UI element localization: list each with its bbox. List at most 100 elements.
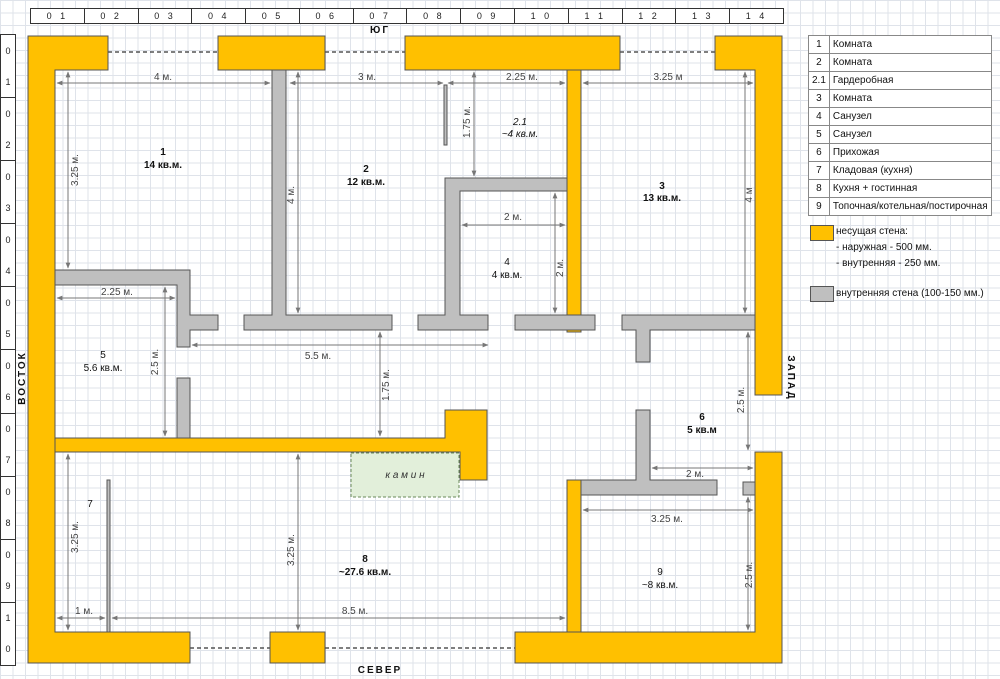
- room-3-area: 13 кв.м.: [643, 193, 681, 204]
- partition-room9-top: [580, 409, 718, 496]
- bearing-wall-east: [27, 35, 191, 664]
- room-7-number: 7: [87, 499, 93, 510]
- legend-num: 1: [808, 35, 830, 54]
- dim-label: 8.5 м.: [342, 606, 368, 617]
- dim-label: 5.5 м.: [305, 351, 331, 362]
- ruler-mark: 1 1: [569, 9, 623, 23]
- dim-label: 2 м.: [504, 212, 522, 223]
- ruler-mark: 0 2: [85, 9, 139, 23]
- bearing-wall-key-inner: - внутренняя - 250 мм.: [836, 258, 941, 269]
- ruler-mark: 0 1: [31, 9, 85, 23]
- room-1-area: 14 кв.м.: [144, 160, 182, 171]
- ruler-mark: 1 2: [623, 9, 677, 23]
- room-8-area: ~27.6 кв.м.: [339, 567, 391, 578]
- room-6-area: 5 кв.м: [687, 425, 717, 436]
- fireplace-label: к а м и н: [385, 470, 425, 481]
- room-8-number: 8: [362, 554, 368, 565]
- bearing-wall-west-upper: [714, 35, 783, 396]
- bearing-wall-key-outer: - наружная - 500 мм.: [836, 242, 932, 253]
- bearing-wall-inner-vertical-1: [566, 69, 582, 333]
- ruler-mark: 1 3: [676, 9, 731, 23]
- partition-wall-swatch: [810, 286, 834, 302]
- room-5-area: 5.6 кв.м.: [84, 363, 123, 374]
- bearing-wall-west-lower: [514, 451, 783, 664]
- dim-label: 3 м.: [358, 72, 376, 83]
- partition-wardrobe: [443, 84, 448, 146]
- bearing-wall-inner-horizontal: [54, 409, 488, 481]
- direction-east: ВОСТОК: [17, 351, 28, 404]
- legend-name: Кладовая (кухня): [828, 161, 992, 180]
- dim-label: 2.25 м.: [101, 287, 133, 298]
- legend-name: Санузел: [828, 107, 992, 126]
- dim-label: 4 м: [744, 187, 755, 202]
- legend-name: Топочная/котельная/постирочная: [828, 197, 992, 216]
- room-6-number: 6: [699, 412, 705, 423]
- partition-room9-stub: [742, 481, 756, 496]
- room-2-1-area: ~4 кв.м.: [502, 129, 539, 140]
- legend-num: 9: [808, 197, 830, 216]
- bearing-wall-inner-vertical-2: [566, 479, 582, 633]
- legend-name: Прихожая: [828, 143, 992, 162]
- dim-label: 2.5 м.: [736, 387, 747, 413]
- dim-label: 1.75 м.: [381, 369, 392, 401]
- legend-num: 6: [808, 143, 830, 162]
- dim-label: 2 м.: [686, 469, 704, 480]
- fireplace: [350, 452, 460, 498]
- dim-label: 4 м.: [286, 186, 297, 204]
- window-lines: [108, 51, 715, 649]
- ruler-mark: 0 6: [300, 9, 354, 23]
- dimension-lines: [56, 71, 754, 631]
- room-2-area: 12 кв.м.: [347, 177, 385, 188]
- dim-label: 2.5 м.: [150, 349, 161, 375]
- room-3-number: 3: [659, 181, 665, 192]
- bearing-wall-swatch: [810, 225, 834, 241]
- legend-name: Комната: [828, 35, 992, 54]
- dim-label: 3.25 м.: [70, 154, 81, 186]
- legend-num: 2: [808, 53, 830, 72]
- dim-label: 2.25 м.: [506, 72, 538, 83]
- room-2-number: 2: [363, 164, 369, 175]
- partition-wall-key: внутренняя стена (100-150 мм.): [836, 288, 984, 299]
- legend-num: 7: [808, 161, 830, 180]
- partition-room5-stub: [176, 377, 191, 439]
- dim-label: 2 м.: [555, 259, 566, 277]
- ruler-mark: 0 5: [246, 9, 300, 23]
- bearing-wall-south-2: [404, 35, 621, 71]
- direction-west: ЗАПАД: [785, 355, 796, 400]
- room-1-number: 1: [160, 147, 166, 158]
- legend-num: 3: [808, 89, 830, 108]
- dim-label: 1.75 м.: [462, 106, 473, 138]
- direction-north: СЕВЕР: [358, 665, 402, 676]
- legend-num: 8: [808, 179, 830, 198]
- bearing-wall-key-title: несущая стена:: [836, 226, 908, 237]
- partition-room7: [106, 479, 111, 633]
- dim-label: 3.25 м.: [286, 534, 297, 566]
- direction-south: ЮГ: [370, 25, 390, 36]
- dim-label: 3.25 м.: [651, 514, 683, 525]
- room-5-number: 5: [100, 350, 106, 361]
- legend-name: Комната: [828, 53, 992, 72]
- bearing-wall-north-1: [269, 631, 326, 664]
- dim-label: 1 м.: [75, 606, 93, 617]
- legend-name: Санузел: [828, 125, 992, 144]
- legend-num: 5: [808, 125, 830, 144]
- legend-name: Гардеробная: [828, 71, 992, 90]
- ruler-mark: 0 7: [354, 9, 408, 23]
- ruler-mark: 0 8: [407, 9, 462, 23]
